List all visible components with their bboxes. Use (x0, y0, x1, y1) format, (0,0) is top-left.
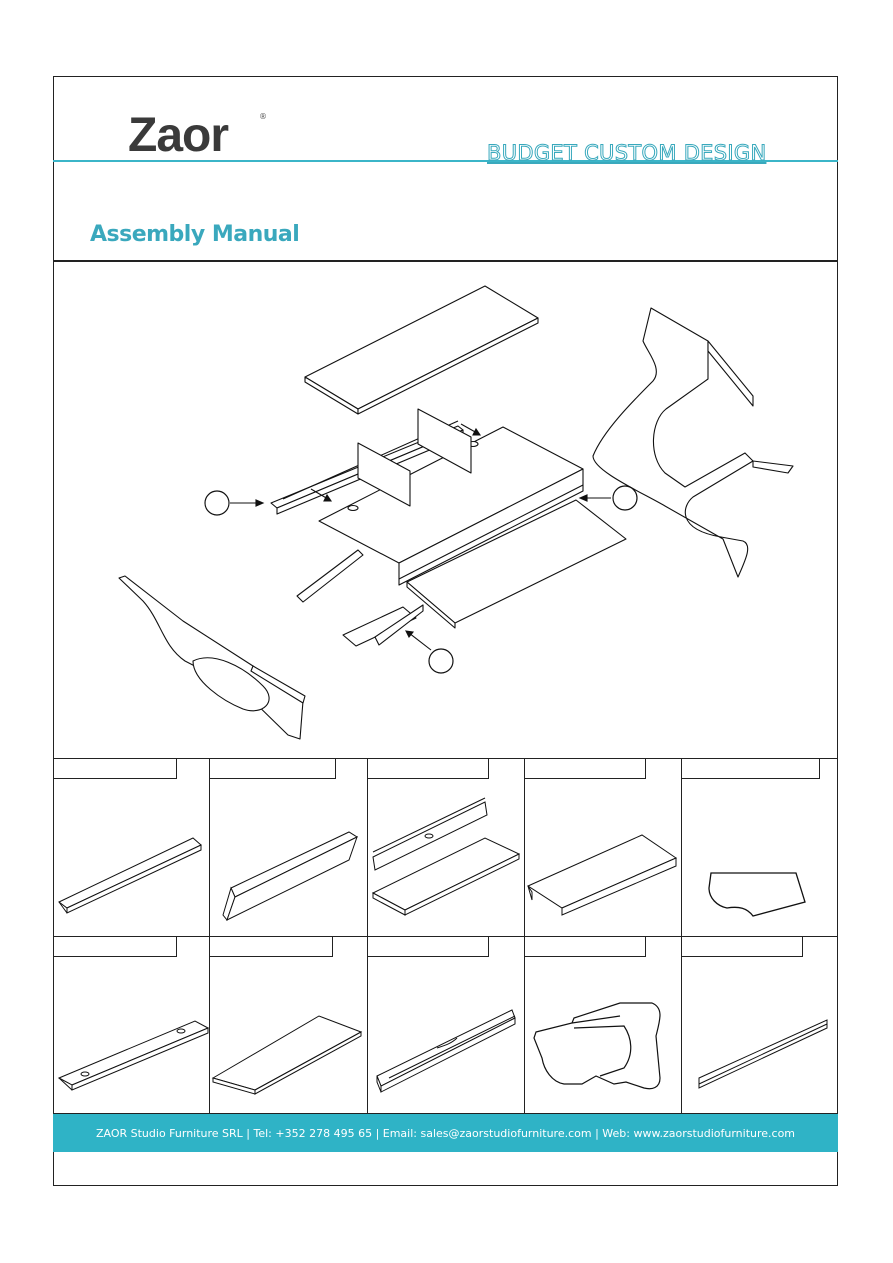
footer-contact-text: ZAOR Studio Furniture SRL | Tel: +352 27… (95, 1126, 796, 1140)
page-title: Assembly Manual (90, 222, 300, 247)
part-drawing-9 (533, 1002, 661, 1090)
part-drawing-6 (57, 1020, 210, 1091)
callout-circle-left (204, 490, 230, 516)
part-label-1 (53, 758, 177, 779)
callout-circle-right (612, 485, 638, 511)
footer-contact-bar: ZAOR Studio Furniture SRL | Tel: +352 27… (53, 1114, 838, 1152)
grid-line (681, 758, 682, 1114)
part-drawing-1 (58, 837, 202, 914)
part-label-3 (367, 758, 489, 779)
header-rule (53, 160, 838, 162)
grid-line (209, 758, 210, 1114)
part-drawing-5 (708, 872, 806, 917)
grid-line (53, 758, 838, 759)
section-divider (53, 260, 838, 262)
part-drawing-2 (222, 831, 359, 922)
grid-line (53, 936, 838, 937)
part-label-7 (209, 936, 333, 957)
part-drawing-10 (698, 1019, 828, 1089)
part-drawing-4 (526, 834, 678, 916)
part-label-5 (681, 758, 820, 779)
zaor-logo: Zaor (128, 109, 229, 162)
exploded-assembly-drawing (53, 261, 838, 758)
part-drawing-3 (371, 797, 521, 916)
tagline: BUDGET CUSTOM DESIGN (486, 141, 767, 166)
right-side-frame-shape (592, 307, 754, 578)
exploded-view-svg (118, 285, 794, 740)
part-label-10 (681, 936, 803, 957)
callout-circle-bottom (428, 648, 454, 674)
part-label-2 (209, 758, 336, 779)
grid-line (524, 758, 525, 1114)
part-label-8 (367, 936, 489, 957)
grid-line (367, 758, 368, 1114)
grid-line (53, 1113, 838, 1114)
part-drawing-7 (211, 1015, 363, 1095)
part-label-6 (53, 936, 177, 957)
part-label-4 (524, 758, 646, 779)
part-label-9 (524, 936, 646, 957)
registered-mark: ® (259, 112, 267, 121)
page-frame (53, 76, 838, 1186)
part-drawing-8 (376, 1009, 516, 1093)
top-panel-shape (304, 285, 539, 410)
